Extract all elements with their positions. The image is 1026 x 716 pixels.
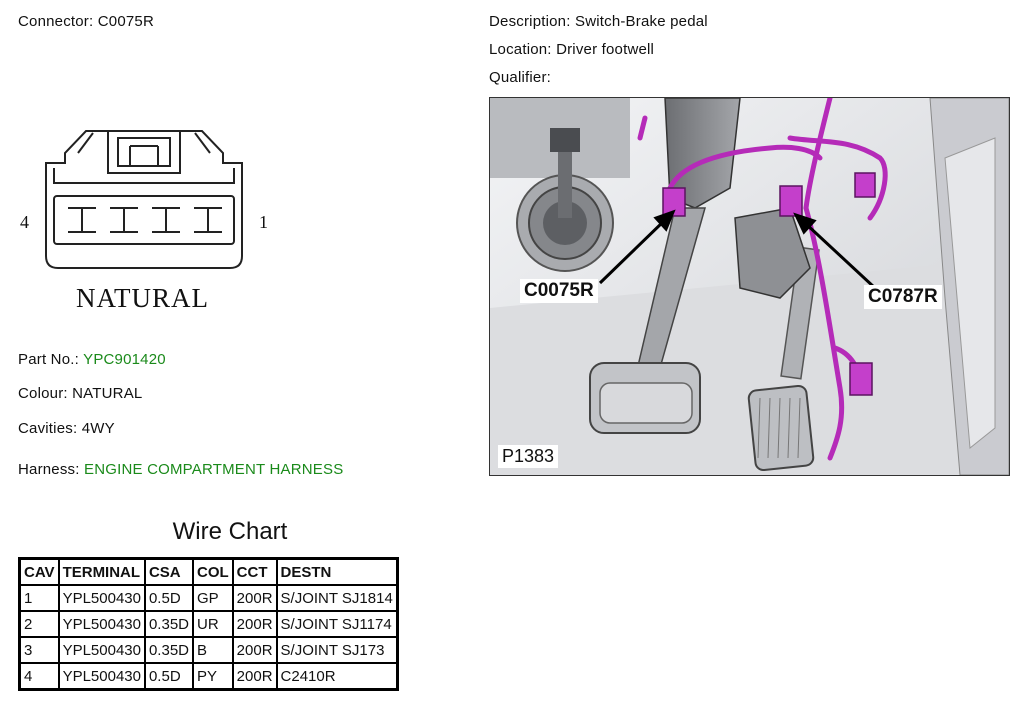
- pin-4-label: 4: [20, 212, 29, 232]
- table-row: 2 YPL500430 0.35D UR 200R S/JOINT SJ1174: [18, 610, 399, 638]
- colour-value: NATURAL: [72, 385, 143, 402]
- col-header-terminal: TERMINAL: [57, 557, 146, 586]
- cavities-label: Cavities:: [18, 420, 78, 437]
- cavities-value: 4WY: [81, 420, 115, 437]
- table-row: 3 YPL500430 0.35D B 200R S/JOINT SJ173: [18, 636, 399, 664]
- col-header-csa: CSA: [143, 557, 195, 586]
- harness-label: Harness:: [18, 461, 80, 478]
- cell-csa: 0.5D: [143, 662, 195, 691]
- connector-colour-caption: NATURAL: [76, 283, 209, 313]
- description-line: Description: Switch-Brake pedal: [489, 13, 708, 30]
- cell-terminal: YPL500430: [57, 636, 146, 664]
- col-header-cav: CAV: [18, 557, 60, 586]
- callout-c0075r: C0075R: [520, 279, 598, 303]
- cell-cav: 3: [18, 636, 60, 664]
- col-header-cct: CCT: [231, 557, 278, 586]
- connector-outline-drawing: [45, 130, 243, 269]
- figure-id-label: P1383: [498, 445, 559, 468]
- cell-col: PY: [192, 662, 234, 691]
- cell-col: B: [192, 636, 234, 664]
- cell-terminal: YPL500430: [57, 584, 146, 612]
- connector-title: Connector: C0075R: [18, 13, 154, 30]
- table-header-row: CAV TERMINAL CSA COL CCT DESTN: [18, 557, 399, 586]
- description-value: Switch-Brake pedal: [574, 13, 708, 30]
- cell-csa: 0.35D: [143, 610, 195, 638]
- table-row: 1 YPL500430 0.5D GP 200R S/JOINT SJ1814: [18, 584, 399, 612]
- location-line: Location: Driver footwell: [489, 41, 654, 58]
- cell-cct: 200R: [231, 610, 278, 638]
- part-number-link[interactable]: YPC901420: [83, 351, 166, 368]
- cell-destn: C2410R: [275, 662, 399, 691]
- cell-csa: 0.35D: [143, 636, 195, 664]
- location-value: Driver footwell: [556, 41, 655, 58]
- cell-cav: 2: [18, 610, 60, 638]
- pin-1-label: 1: [259, 212, 268, 232]
- cell-col: UR: [192, 610, 234, 638]
- cell-terminal: YPL500430: [57, 662, 146, 691]
- part-label: Part No.:: [18, 351, 79, 368]
- cell-cav: 1: [18, 584, 60, 612]
- cell-cct: 200R: [231, 636, 278, 664]
- location-illustration: C0075R C0787R P1383: [489, 97, 1010, 476]
- qualifier-line: Qualifier:: [489, 69, 551, 86]
- wire-chart-title: Wire Chart: [172, 518, 288, 545]
- cavities-line: Cavities: 4WY: [18, 420, 115, 437]
- colour-line: Colour: NATURAL: [18, 385, 142, 402]
- cell-col: GP: [192, 584, 234, 612]
- cell-cav: 4: [18, 662, 60, 691]
- qualifier-label: Qualifier:: [489, 69, 552, 86]
- harness-line: Harness: ENGINE COMPARTMENT HARNESS: [18, 461, 343, 478]
- connector-label: Connector:: [18, 13, 94, 30]
- colour-label: Colour:: [18, 385, 68, 402]
- connector-value: C0075R: [97, 13, 154, 30]
- cell-cct: 200R: [231, 584, 278, 612]
- cell-destn: S/JOINT SJ173: [275, 636, 399, 664]
- connector-face-diagram: 4 1 NATURAL: [18, 128, 288, 318]
- col-header-destn: DESTN: [275, 557, 399, 586]
- cell-cct: 200R: [231, 662, 278, 691]
- description-label: Description:: [489, 13, 571, 30]
- harness-link[interactable]: ENGINE COMPARTMENT HARNESS: [84, 461, 344, 478]
- callout-c0787r: C0787R: [864, 285, 942, 309]
- cell-destn: S/JOINT SJ1814: [275, 584, 399, 612]
- part-number-line: Part No.: YPC901420: [18, 351, 166, 368]
- location-label: Location:: [489, 41, 552, 58]
- table-row: 4 YPL500430 0.5D PY 200R C2410R: [18, 662, 399, 691]
- cell-destn: S/JOINT SJ1174: [275, 610, 399, 638]
- cell-terminal: YPL500430: [57, 610, 146, 638]
- wire-chart-table: CAV TERMINAL CSA COL CCT DESTN 1 YPL5004…: [18, 557, 399, 691]
- cell-csa: 0.5D: [143, 584, 195, 612]
- col-header-col: COL: [192, 557, 234, 586]
